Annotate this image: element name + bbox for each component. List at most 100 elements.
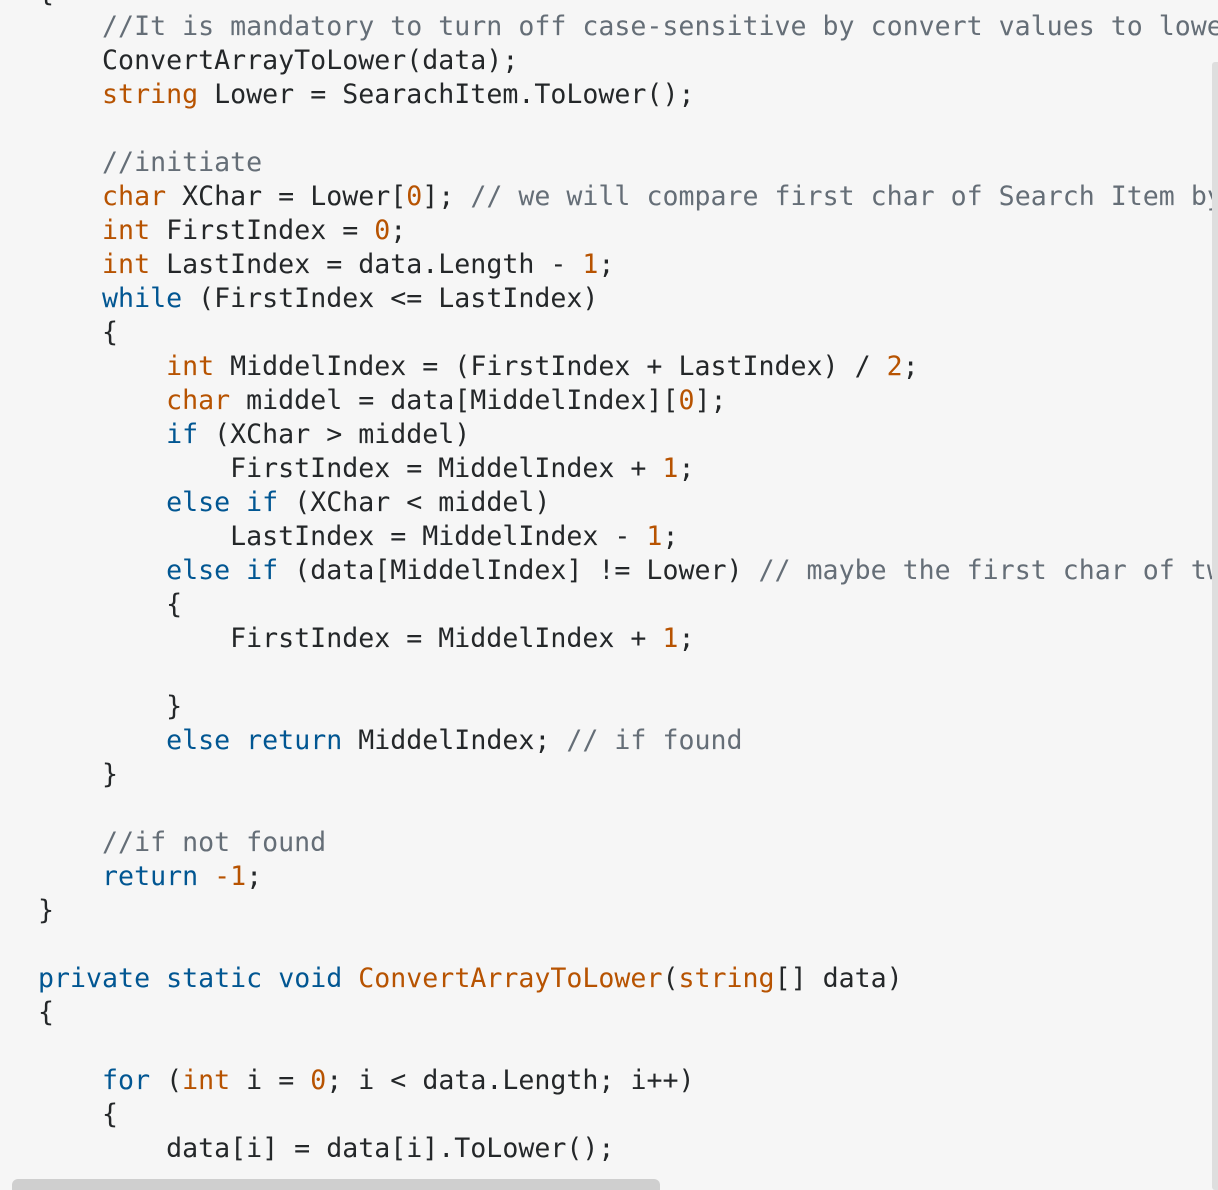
code-line: } — [38, 758, 1218, 792]
code-line: ​ — [38, 112, 1218, 146]
code-line: int MiddelIndex = (FirstIndex + LastInde… — [38, 350, 1218, 384]
comment-token: //if not found — [102, 827, 327, 858]
keyword-token: void — [278, 963, 343, 994]
number-token: 1 — [646, 521, 663, 552]
code-line: FirstIndex = MiddelIndex + 1; — [38, 452, 1218, 486]
code-text-token — [342, 963, 358, 994]
code-line: ​ — [38, 792, 1218, 826]
code-text-token: XChar = Lower[ — [166, 181, 407, 212]
code-line: for (int i = 0; i < data.Length; i++) — [38, 1064, 1218, 1098]
code-text-token — [262, 963, 278, 994]
code-line: private static void ConvertArrayToLower(… — [38, 962, 1218, 996]
code-text-token: { — [38, 997, 55, 1028]
code-line: { — [38, 996, 1218, 1030]
keyword-token: return — [246, 725, 343, 756]
keyword-token: else — [166, 487, 231, 518]
type-token: int — [102, 249, 151, 280]
code-text-token — [38, 79, 102, 110]
code-line: return -1; — [38, 860, 1218, 894]
code-text-token: ( — [662, 963, 679, 994]
code-line: { — [38, 316, 1218, 350]
code-line: ​ — [38, 928, 1218, 962]
code-text-token — [38, 1065, 102, 1096]
code-line: ConvertArrayToLower(data); — [38, 44, 1218, 78]
type-token: int — [182, 1065, 231, 1096]
code-line: } — [38, 894, 1218, 928]
code-text-token — [38, 385, 166, 416]
code-text-token — [198, 861, 214, 892]
code-line: else return MiddelIndex; // if found — [38, 724, 1218, 758]
number-token: 0 — [678, 385, 695, 416]
code-text-token: } — [38, 895, 55, 926]
code-area: { //It is mandatory to turn off case-sen… — [38, 0, 1218, 1166]
type-token: int — [102, 215, 151, 246]
code-line: ​ — [38, 1030, 1218, 1064]
code-text-token: ( — [150, 1065, 183, 1096]
horizontal-scrollbar-thumb[interactable] — [12, 1179, 660, 1190]
keyword-token: return — [102, 861, 199, 892]
vertical-scrollbar[interactable] — [1212, 62, 1218, 1190]
code-text-token: data[i] = data[i].ToLower(); — [38, 1133, 615, 1164]
code-text-token — [38, 215, 102, 246]
function-name-token: ConvertArrayToLower — [358, 963, 663, 994]
comment-token: // maybe the first char of two — [758, 555, 1218, 586]
code-text-token — [38, 827, 102, 858]
type-token: string — [678, 963, 775, 994]
code-line: string Lower = SearachItem.ToLower(); — [38, 78, 1218, 112]
code-text-token — [38, 147, 102, 178]
code-text-token: FirstIndex = — [150, 215, 375, 246]
code-line: if (XChar > middel) — [38, 418, 1218, 452]
code-text-token: LastIndex = data.Length - — [150, 249, 583, 280]
code-line: data[i] = data[i].ToLower(); — [38, 1132, 1218, 1166]
code-line: { — [38, 588, 1218, 622]
keyword-token: else — [166, 725, 231, 756]
number-token: 1 — [662, 453, 679, 484]
code-text-token: ; i < data.Length; i++) — [326, 1065, 695, 1096]
code-text-token — [230, 487, 246, 518]
code-text-token: Lower = SearachItem.ToLower(); — [198, 79, 695, 110]
code-text-token — [38, 181, 102, 212]
code-text-token: (XChar > middel) — [198, 419, 471, 450]
code-text-token: ; — [246, 861, 263, 892]
code-text-token: ; — [598, 249, 615, 280]
keyword-token: if — [246, 487, 279, 518]
code-text-token: ]; — [694, 385, 727, 416]
comment-token: //It is mandatory to turn off case-sensi… — [102, 11, 1218, 42]
code-text-token: middel = data[MiddelIndex][ — [230, 385, 679, 416]
code-text-token — [38, 249, 102, 280]
code-line: { — [38, 1098, 1218, 1132]
code-text-token: { — [38, 1099, 119, 1130]
type-token: char — [102, 181, 167, 212]
number-token: 1 — [582, 249, 599, 280]
code-text-token — [38, 725, 166, 756]
code-text-token — [38, 419, 166, 450]
code-text-token: ; — [390, 215, 407, 246]
keyword-token: else — [166, 555, 231, 586]
number-token: -1 — [214, 861, 247, 892]
code-text-token: ; — [678, 453, 695, 484]
code-text-token: i = — [230, 1065, 311, 1096]
code-line: } — [38, 690, 1218, 724]
code-line: //It is mandatory to turn off case-sensi… — [38, 10, 1218, 44]
code-text-token: FirstIndex = MiddelIndex + — [38, 453, 663, 484]
keyword-token: if — [166, 419, 199, 450]
code-line: int LastIndex = data.Length - 1; — [38, 248, 1218, 282]
code-text-token: } — [38, 759, 119, 790]
code-text-token — [38, 555, 166, 586]
code-text-token: FirstIndex = MiddelIndex + — [38, 623, 663, 654]
keyword-token: for — [102, 1065, 151, 1096]
code-text-token — [38, 283, 102, 314]
keyword-token: while — [102, 283, 183, 314]
code-line: else if (data[MiddelIndex] != Lower) // … — [38, 554, 1218, 588]
horizontal-scrollbar-track[interactable] — [0, 1178, 1218, 1190]
number-token: 0 — [310, 1065, 327, 1096]
type-token: string — [102, 79, 199, 110]
code-text-token: { — [38, 589, 183, 620]
keyword-token: if — [246, 555, 279, 586]
code-line: //initiate — [38, 146, 1218, 180]
code-text-token: ]; — [422, 181, 471, 212]
code-text-token: ; — [662, 521, 679, 552]
code-text-token: { — [38, 317, 119, 348]
code-text-token — [38, 11, 102, 42]
